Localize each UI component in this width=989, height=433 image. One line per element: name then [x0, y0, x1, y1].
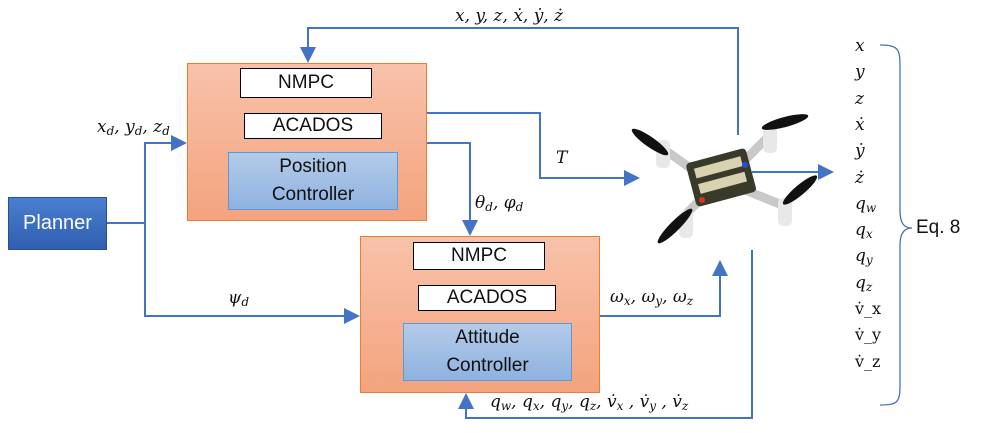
position-nmpc-box: NMPC	[240, 68, 372, 98]
thrust-label: T	[556, 148, 568, 168]
nmpc-label: NMPC	[451, 245, 507, 266]
position-ref-label: xd, yd, zd	[97, 117, 170, 138]
acados-label: ACADOS	[272, 115, 354, 136]
thrust-arrow	[427, 112, 640, 186]
position-feedback-arrow	[300, 27, 739, 135]
controller-label-line2: Controller	[271, 184, 355, 205]
state-item: ż	[855, 167, 864, 188]
position-feedback-label: x, y, z, ẋ, ẏ, ż	[455, 6, 564, 26]
planner-to-position-arrow	[107, 135, 187, 224]
state-item: z	[855, 88, 864, 109]
state-item: v̇_x	[855, 299, 882, 318]
state-item: qw	[855, 193, 877, 215]
drone-icon	[631, 114, 818, 244]
state-item: x	[855, 36, 865, 56]
planner-to-attitude-arrow	[144, 223, 360, 324]
attitude-ref-label: θd, φd	[475, 193, 524, 214]
state-item: v̇_z	[855, 351, 881, 371]
state-item: v̇_y	[855, 325, 882, 345]
attitude-nmpc-box: NMPC	[413, 242, 545, 270]
state-item: qy	[855, 246, 873, 268]
state-item: ẏ	[855, 141, 865, 162]
yaw-ref-label: ψd	[228, 288, 250, 309]
attitude-acados-box: ACADOS	[418, 285, 556, 311]
controller-label-line1: Attitude	[455, 327, 520, 348]
attitude-feedback-label: qw, qx, qy, qz, v̇x , v̇y , v̇z	[490, 392, 689, 413]
state-item: qx	[855, 220, 873, 242]
equation-reference: Eq. 8	[916, 217, 961, 238]
rates-label: ωx, ωy, ωz	[610, 287, 694, 308]
acados-label: ACADOS	[446, 287, 528, 308]
position-acados-box: ACADOS	[244, 113, 382, 139]
planner-block: Planner	[8, 197, 107, 250]
state-item: y	[855, 62, 865, 83]
attitude-ref-arrow	[427, 142, 478, 236]
nmpc-label: NMPC	[278, 72, 334, 93]
state-item: qz	[855, 272, 873, 294]
attitude-feedback-arrow	[458, 250, 753, 419]
planner-label: Planner	[23, 212, 92, 234]
rates-arrow	[600, 260, 728, 317]
state-item: ẋ	[855, 114, 865, 135]
controller-label-line2: Controller	[446, 355, 529, 376]
equation-brace	[879, 44, 913, 406]
controller-label-line1: Position	[279, 156, 347, 177]
